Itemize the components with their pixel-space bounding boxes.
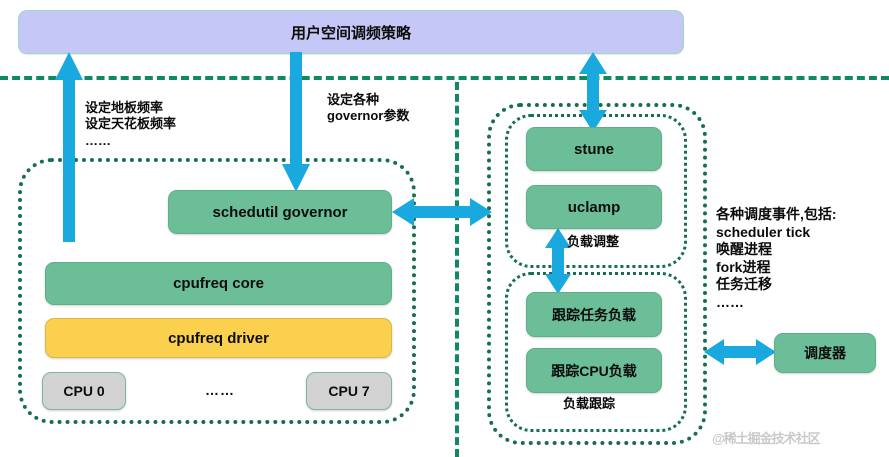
scheduler-events-annotation: 各种调度事件,包括: scheduler tick 唤醒进程 fork进程 任务… — [716, 206, 837, 310]
cpufreq-scheduler-divider — [455, 82, 459, 457]
cpufreq-core-node[interactable]: cpufreq core — [45, 262, 392, 305]
cpufreq-subsystem-region — [18, 158, 416, 424]
cpufreq-driver-label: cpufreq driver — [168, 329, 269, 347]
arrow-scheduler-events-bidirectional — [704, 338, 776, 366]
scheduler-node[interactable]: 调度器 — [774, 333, 876, 373]
arrow-schedutil-scheduler-bidirectional — [392, 197, 492, 227]
uclamp-label: uclamp — [567, 198, 621, 216]
arrow-load-adjust-bidirectional — [544, 228, 572, 294]
banner-label: 用户空间调频策略 — [290, 24, 411, 42]
watermark: @稀土掘金技术社区 — [712, 431, 821, 446]
track-task-load-label: 跟踪任务负载 — [552, 306, 636, 323]
track-task-load-node[interactable]: 跟踪任务负载 — [526, 292, 662, 337]
cpufreq-core-label: cpufreq core — [173, 275, 264, 292]
track-cpu-load-node[interactable]: 跟踪CPU负载 — [526, 348, 662, 393]
arrow-governor-params-down — [281, 52, 311, 192]
set-frequency-annotation: 设定地板频率 设定天花板频率 …… — [85, 100, 177, 148]
userspace-policy-banner: 用户空间调频策略 — [18, 10, 684, 54]
cpu0-label: CPU 0 — [63, 383, 105, 399]
uclamp-node[interactable]: uclamp — [526, 185, 662, 229]
schedutil-governor-node[interactable]: schedutil governor — [168, 190, 392, 234]
stune-label: stune — [573, 140, 614, 158]
cpu-ellipsis-label: …… — [205, 382, 235, 398]
userspace-kernel-divider — [0, 76, 889, 80]
cpu-ellipsis: …… — [190, 372, 250, 408]
stune-node[interactable]: stune — [526, 127, 662, 171]
cpu7-node[interactable]: CPU 7 — [306, 372, 392, 410]
cpu0-node[interactable]: CPU 0 — [42, 372, 126, 410]
scheduler-label: 调度器 — [804, 345, 846, 361]
cpu7-label: CPU 7 — [328, 383, 370, 399]
arrow-userspace-scheduler-bidirectional — [578, 52, 608, 132]
track-cpu-load-label: 跟踪CPU负载 — [551, 362, 637, 379]
arrow-floor-freq-up — [54, 52, 84, 242]
load-tracking-region — [505, 272, 687, 432]
load-adjust-annotation: 负载调整 — [567, 234, 620, 249]
governor-params-annotation: 设定各种 governor参数 — [327, 92, 410, 124]
cpufreq-driver-node[interactable]: cpufreq driver — [45, 318, 392, 358]
load-tracking-annotation: 负载跟踪 — [563, 396, 616, 411]
schedutil-governor-label: schedutil governor — [212, 203, 348, 221]
